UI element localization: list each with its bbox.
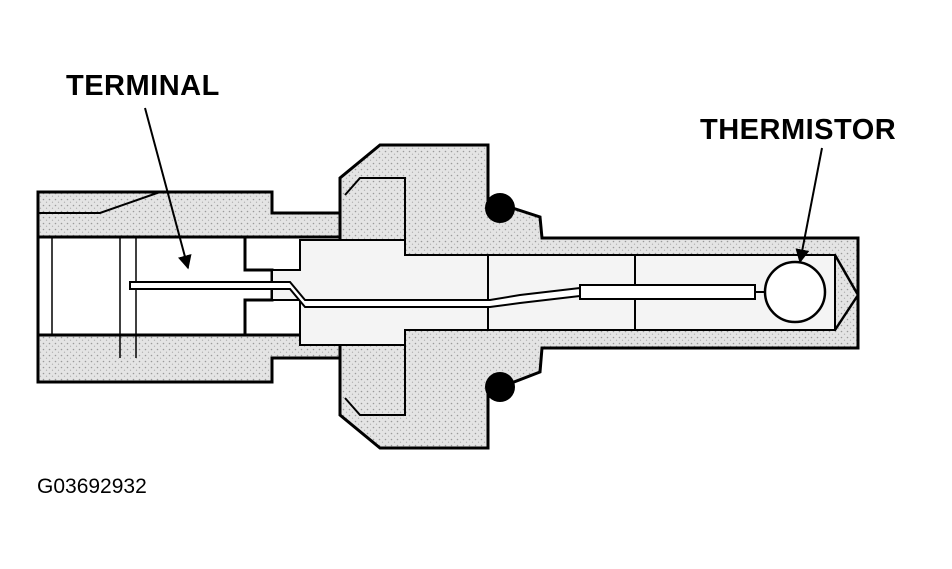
thermistor-bead [763, 260, 827, 324]
o-ring-bottom [485, 372, 515, 402]
thermistor-element [579, 260, 827, 324]
terminal-label: TERMINAL [66, 70, 220, 102]
thermistor-label: THERMISTOR [700, 114, 897, 146]
o-ring-top [485, 193, 515, 223]
figure-id: G03692932 [37, 475, 147, 498]
thermistor-leader-line [795, 147, 823, 264]
terminal-leader-line [144, 107, 192, 270]
